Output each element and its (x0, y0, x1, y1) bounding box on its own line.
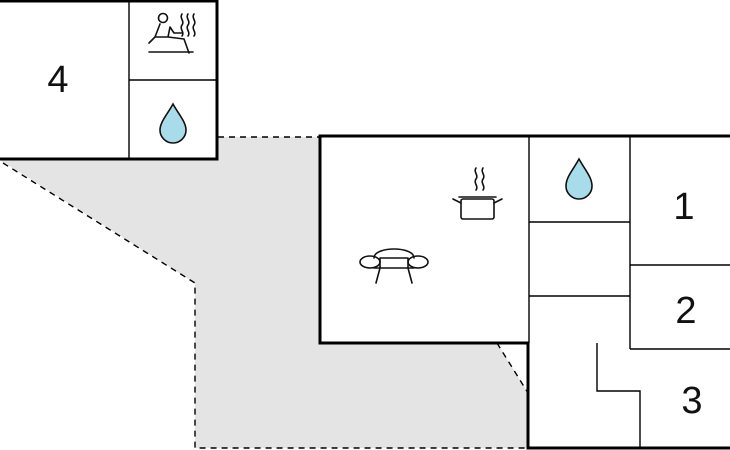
terrace-outline (2, 162, 528, 449)
water-drop-icon (159, 102, 187, 144)
room-label-2: 2 (675, 290, 696, 332)
room-label-4: 4 (47, 59, 68, 101)
annex-building (0, 0, 219, 161)
sauna-icon (148, 12, 196, 54)
room-label-1: 1 (673, 186, 694, 228)
sofa-icon (359, 248, 429, 284)
terrace-outline (496, 342, 529, 394)
cooking-pot-icon (452, 167, 503, 220)
main-building (318, 134, 730, 450)
room-label-3: 3 (681, 380, 702, 422)
terrace-area (0, 137, 528, 448)
water-drop-icon (565, 157, 593, 200)
